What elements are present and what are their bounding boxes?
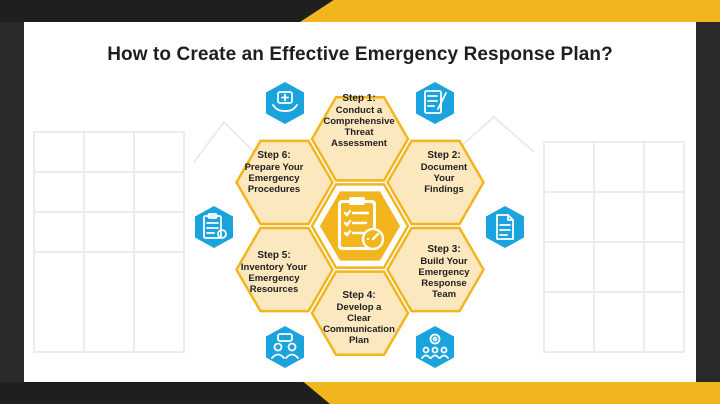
team-gear-icon: [416, 326, 454, 368]
step-4-line-4: Plan: [348, 335, 370, 346]
frame-top-accent: [300, 0, 720, 22]
step-4-line-3: Communication: [323, 324, 395, 335]
slide-card: How to Create an Effective Emergency Res…: [24, 22, 696, 382]
step-3-number: Step 3:: [427, 244, 461, 255]
step-2-line-1: Document: [420, 162, 468, 173]
step-2-label: Step 2: Document Your Findings: [396, 150, 492, 195]
step-2-number: Step 2:: [427, 150, 461, 161]
step-2-line-3: Findings: [424, 184, 464, 195]
page-title: How to Create an Effective Emergency Res…: [107, 44, 613, 65]
step-4-line-1: Develop a: [336, 302, 382, 313]
step-2-line-2: Your: [433, 173, 455, 184]
step-3-hexagon: [386, 226, 485, 313]
step-5-label: Step 5: Inventory Your Emergency Resourc…: [226, 250, 322, 295]
step-3-line-3: Response: [421, 278, 467, 289]
hands-medical-icon: [266, 82, 304, 124]
step-3-line-1: Build Your: [420, 256, 468, 267]
step-3-line-2: Emergency: [418, 267, 470, 278]
step-6-hexagon: [235, 139, 334, 226]
step-6-label: Step 6: Prepare Your Emergency Procedure…: [226, 150, 322, 195]
step-6-line-3: Procedures: [247, 184, 301, 195]
step-1-number: Step 1:: [342, 93, 376, 104]
step-1-line-4: Assessment: [331, 138, 387, 149]
frame-bottom-bar: [0, 382, 330, 404]
step-4-label: Step 4: Develop a Clear Communication Pl…: [311, 290, 407, 346]
step-6-number: Step 6:: [257, 150, 291, 161]
communication-icon: [266, 326, 304, 368]
step-3-label: Step 3: Build Your Emergency Response Te…: [396, 244, 492, 300]
step-4-line-2: Clear: [347, 313, 371, 324]
step-1-line-2: Comprehensive: [323, 116, 395, 127]
step-4-hexagon: [310, 270, 410, 356]
background-building-sketch: [33, 115, 685, 353]
step-6-line-2: Emergency: [248, 173, 300, 184]
step-6-line-1: Prepare Your: [244, 162, 304, 173]
inventory-clipboard-icon: [195, 206, 233, 248]
step-4-number: Step 4:: [342, 290, 376, 301]
step-5-hexagon: [235, 226, 334, 313]
step-1-line-1: Conduct a: [335, 105, 383, 116]
checklist-pen-icon: [416, 82, 454, 124]
step-5-line-1: Inventory Your: [240, 262, 308, 273]
step-5-number: Step 5:: [257, 250, 291, 261]
step-1-label: Step 1: Conduct a Comprehensive Threat A…: [311, 93, 407, 149]
step-2-hexagon: [386, 139, 485, 226]
clipboard-checklist-icon: [338, 197, 385, 251]
step-1-hexagon: [310, 96, 410, 182]
step-5-line-3: Resources: [249, 284, 299, 295]
step-5-line-2: Emergency: [248, 273, 300, 284]
step-3-line-4: Team: [431, 289, 457, 300]
document-icon: [486, 206, 524, 248]
step-1-line-3: Threat: [344, 127, 374, 138]
